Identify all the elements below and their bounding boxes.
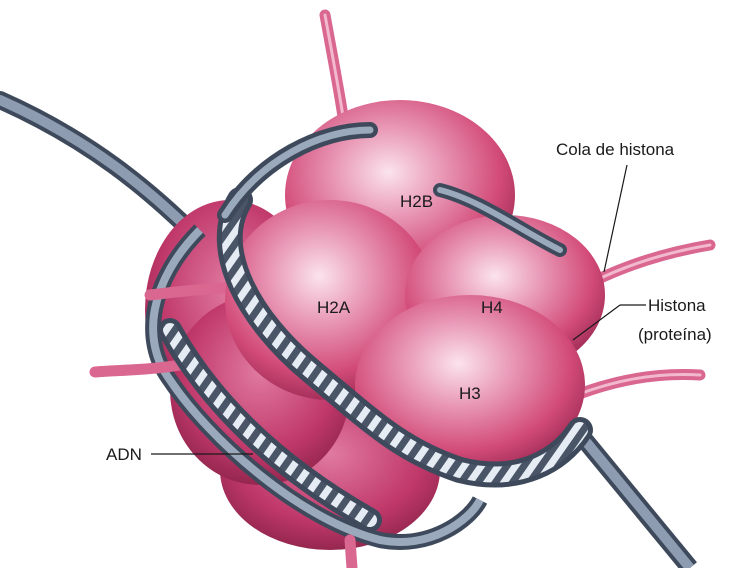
label-h2a: H2A <box>317 298 351 317</box>
label-h3: H3 <box>459 384 481 403</box>
label-h2b: H2B <box>400 192 433 211</box>
label-h4: H4 <box>481 298 503 317</box>
label-dna: ADN <box>106 445 142 464</box>
leader-histone-tail <box>604 165 627 272</box>
label-histone: Histona <box>648 296 706 315</box>
dna-strand-back <box>0 100 200 240</box>
label-histone-tail: Cola de histona <box>556 140 675 159</box>
label-protein: (proteína) <box>638 325 712 344</box>
